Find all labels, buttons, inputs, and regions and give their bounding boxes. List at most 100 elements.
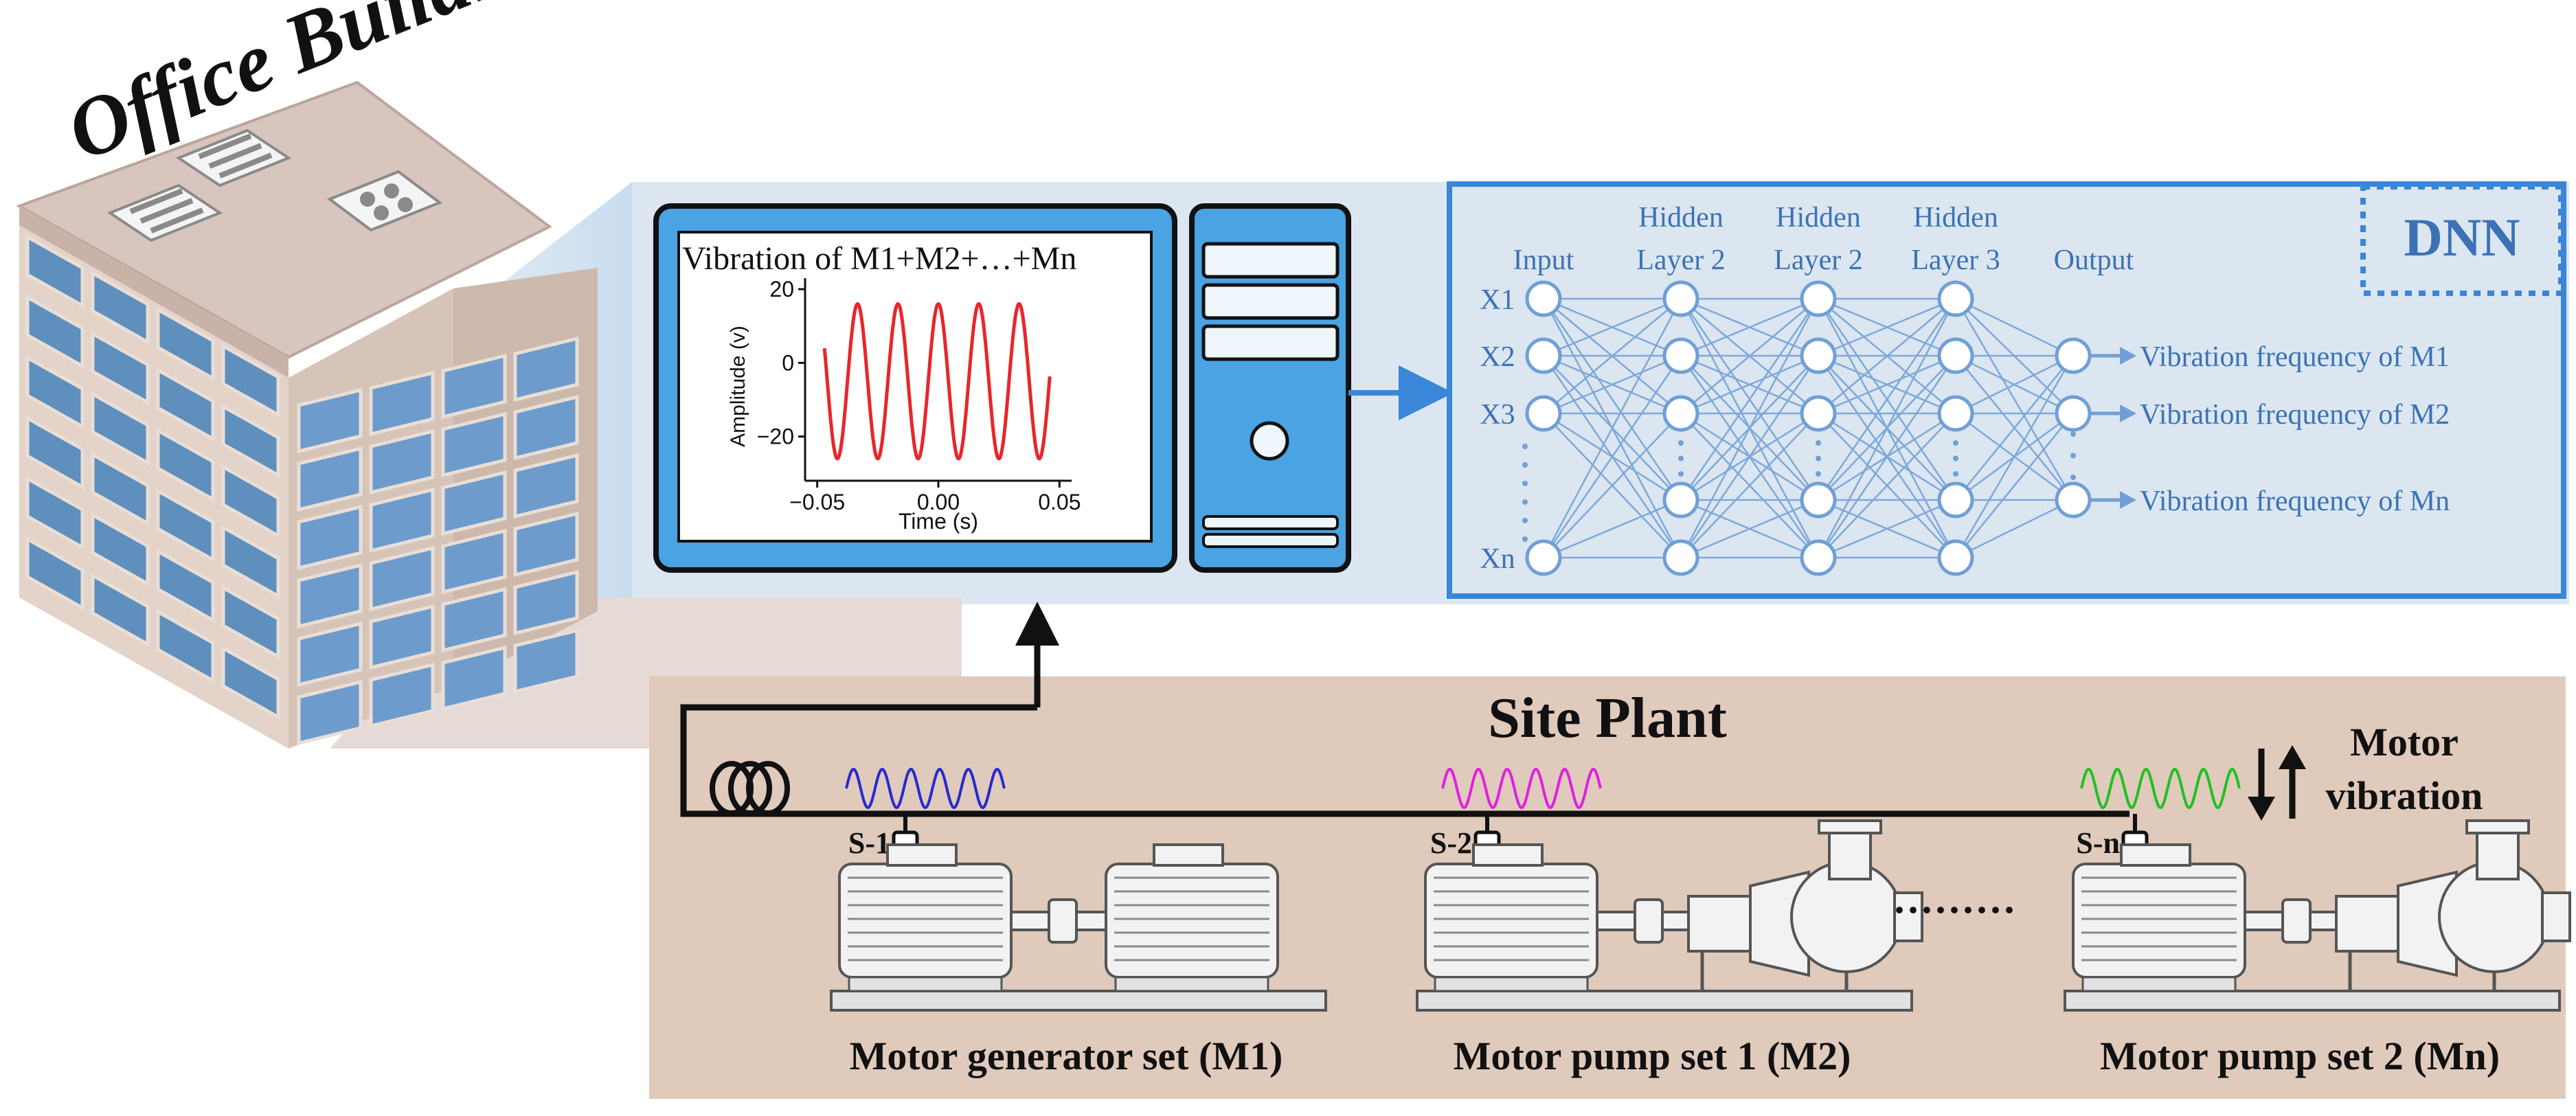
dnn-ellipsis-dot xyxy=(1678,440,1684,446)
dnn-output-label: Vibration frequency of M2 xyxy=(2140,399,2450,431)
dnn-edge xyxy=(1955,297,2074,357)
dnn-layer-title: Output xyxy=(2054,244,2134,276)
dnn-input-label: X2 xyxy=(1480,341,1515,373)
window-pane xyxy=(156,367,215,442)
dnn-edge xyxy=(1817,298,1957,558)
dnn-node xyxy=(1800,539,1837,576)
dnn-ellipsis-dot xyxy=(1953,471,1958,477)
sensor-label: S-2 xyxy=(1430,826,1472,860)
window-pane xyxy=(156,488,215,563)
dnn-node xyxy=(1525,337,1562,374)
dnn-layer-title: Hidden xyxy=(1638,202,1724,234)
dnn-input-label: X3 xyxy=(1480,399,1515,431)
window-pane xyxy=(25,536,84,611)
window-pane xyxy=(297,446,363,512)
terminal-box xyxy=(1153,843,1224,867)
shaft xyxy=(2244,911,2287,931)
window-pane xyxy=(297,387,363,454)
dnn-edge xyxy=(1955,413,2074,558)
upload-arrow-head xyxy=(1015,602,1059,646)
machine-label: Motor pump set 2 (Mn) xyxy=(2100,1034,2500,1078)
dnn-edge xyxy=(1680,298,1820,501)
waveform-chart-title: Vibration of M1+M2+…+Mn xyxy=(682,240,1076,277)
site-plant-title: Site Plant xyxy=(1488,686,1727,750)
roof-vents xyxy=(106,128,443,242)
shaft xyxy=(1596,911,1640,931)
coupling xyxy=(2281,898,2312,944)
dnn-node xyxy=(1800,337,1837,374)
output-arrow-head xyxy=(2120,347,2136,365)
window-pane xyxy=(25,415,84,490)
building-roof-ledge xyxy=(19,206,289,378)
vibration-wave xyxy=(845,767,1006,810)
dnn-ellipsis-dot xyxy=(1816,440,1821,446)
dnn-edge xyxy=(1542,355,1682,558)
dnn-layer-title: Layer 2 xyxy=(1774,244,1862,276)
machine-2: Motor pump set 1 (M2) xyxy=(1416,819,1923,1078)
y-tick-label: 0 xyxy=(782,350,794,375)
dnn-ellipsis-dot xyxy=(1678,455,1684,462)
motor-feet xyxy=(848,976,1003,992)
dnn-node xyxy=(1662,280,1699,317)
cable-coil xyxy=(710,761,790,816)
window-pane xyxy=(91,391,150,466)
vibration-wave xyxy=(2080,767,2241,810)
dnn-frame xyxy=(1447,181,2566,599)
shaft xyxy=(1010,911,1054,931)
dnn-ellipsis-dot xyxy=(2070,475,2076,480)
dnn-node xyxy=(1525,395,1562,432)
window-pane xyxy=(369,487,435,554)
terminal-box xyxy=(1472,843,1544,867)
dnn-edge xyxy=(1818,413,1956,558)
dnn-ellipsis-dot xyxy=(1953,440,1958,446)
dnn-layer-title: Hidden xyxy=(1776,202,1861,234)
motor xyxy=(1424,843,1598,992)
window-pane xyxy=(156,306,215,382)
motor xyxy=(838,843,1013,992)
window-pane xyxy=(441,353,507,420)
vibration-waves xyxy=(845,767,2241,810)
motor-feet xyxy=(2081,976,2237,992)
dnn-node xyxy=(2055,481,2092,519)
window-pane xyxy=(441,587,507,653)
monitor-screen xyxy=(677,231,1153,543)
dnn-edge xyxy=(1955,355,2074,501)
dnn-node xyxy=(1937,337,1974,374)
dnn-layer-title: Layer 2 xyxy=(1636,244,1725,276)
dnn-edge xyxy=(1542,298,1682,501)
dnn-layer-title: Layer 3 xyxy=(1911,244,2000,276)
dnn-ellipsis-dot xyxy=(1816,455,1821,462)
dnn-edge xyxy=(1817,298,1957,501)
window-pane xyxy=(513,394,579,461)
dnn-edge xyxy=(1680,298,1820,558)
machine-1: Motor generator set (M1) xyxy=(830,843,1327,1078)
window-pane xyxy=(513,336,579,402)
window-pane xyxy=(221,584,280,660)
dnn-edge xyxy=(1543,354,1682,415)
window-pane xyxy=(441,528,507,595)
window-pane xyxy=(369,429,435,495)
window-pane xyxy=(297,679,363,746)
vent-slot-1 xyxy=(1202,515,1339,530)
dnn-node xyxy=(1662,337,1699,374)
dnn-output-label: Vibration frequency of Mn xyxy=(2140,486,2450,517)
dnn-node xyxy=(1525,280,1562,317)
machine-label: Motor generator set (M1) xyxy=(850,1034,1283,1078)
dnn-edge xyxy=(1543,297,1682,357)
x-tick-label: −0.05 xyxy=(789,490,845,514)
window-pane xyxy=(221,403,280,479)
window-pane xyxy=(91,270,150,345)
sensor-label: S-1 xyxy=(848,826,890,860)
x-axis-label: Time (s) xyxy=(899,509,978,534)
window-pane xyxy=(91,572,150,648)
dnn-edge xyxy=(1680,297,1819,357)
dnn-edge xyxy=(1955,354,2074,415)
dnn-input-label: X1 xyxy=(1480,284,1515,316)
window-pane xyxy=(91,330,150,406)
window-pane xyxy=(513,511,579,578)
window-pane xyxy=(369,604,435,670)
